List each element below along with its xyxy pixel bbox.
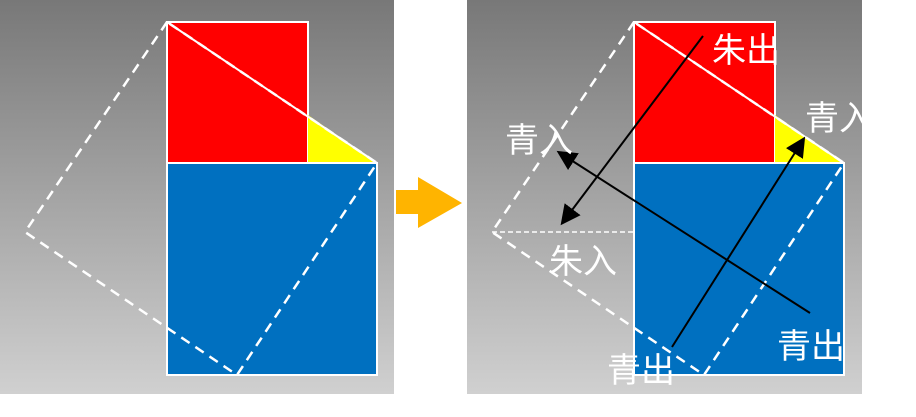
blue-square bbox=[633, 162, 845, 376]
label-qing-chu-right: 青出 bbox=[777, 327, 845, 367]
panel-before bbox=[0, 0, 394, 394]
qing-move-arrow-left bbox=[556, 150, 811, 314]
label-qing-ru-right: 青入 bbox=[805, 99, 873, 139]
label-qing-ru-left: 青入 bbox=[505, 121, 573, 161]
panel-after: 朱出 青入 青入 朱入 青出 青出 bbox=[467, 0, 873, 394]
zhu-move-arrow bbox=[560, 35, 704, 226]
qing-move-arrow-right bbox=[671, 136, 806, 348]
label-zhu-chu: 朱出 bbox=[712, 31, 780, 71]
transition-arrow-icon bbox=[396, 177, 462, 228]
blue-square bbox=[166, 162, 378, 376]
label-qing-chu-bottom: 青出 bbox=[607, 351, 675, 391]
label-zhu-ru: 朱入 bbox=[549, 242, 617, 282]
red-square bbox=[166, 21, 309, 164]
